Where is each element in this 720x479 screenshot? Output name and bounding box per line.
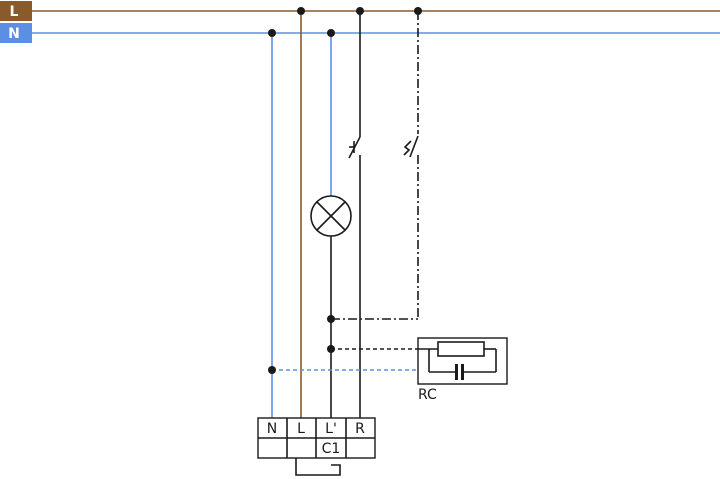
channel-label: C1: [322, 441, 341, 457]
terminal-l-prime-label: L': [325, 421, 337, 437]
rc-module: [272, 337, 508, 385]
terminal-block: N L L' R C1: [257, 417, 376, 476]
capacitor-icon: [455, 364, 464, 380]
line-rail-label: L: [10, 4, 19, 20]
neutral-rail-label: N: [8, 26, 20, 42]
junction-dots: [268, 7, 422, 374]
terminal-l-label: L: [297, 421, 305, 437]
pushbutton-icon: [348, 136, 361, 159]
resistor-icon: [437, 341, 485, 357]
terminal-n-label: N: [267, 421, 277, 437]
terminal-r-label: R: [355, 421, 365, 437]
rc-label: RC: [418, 387, 437, 403]
second-pushbutton-icon: [403, 135, 419, 158]
neutral-rail-tag: N: [0, 23, 32, 43]
lamp-cross-b: [316, 201, 346, 231]
internal-relay-link: [295, 458, 341, 476]
line-rail-tag: L: [0, 1, 32, 21]
